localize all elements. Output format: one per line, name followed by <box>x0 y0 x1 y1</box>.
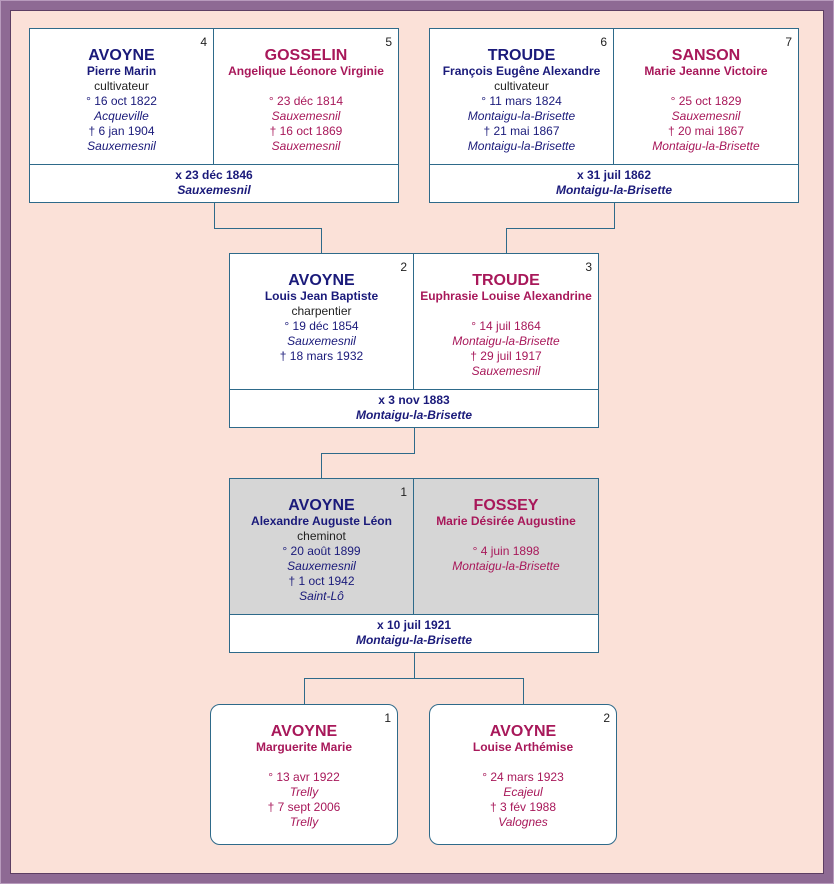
surname: AVOYNE <box>288 272 355 289</box>
birth-place: Montaigu-la-Brisette <box>452 334 560 348</box>
marriage-date: x 23 déc 1846 <box>175 168 253 182</box>
given-names: Marguerite Marie <box>255 740 353 754</box>
surname: AVOYNE <box>288 497 355 514</box>
couple-box-4-5: 4 AVOYNE Pierre Marin cultivateur ° 16 o… <box>29 28 399 203</box>
death-date: † 16 oct 1869 <box>269 124 343 138</box>
birth-date: ° 16 oct 1822 <box>86 94 157 108</box>
death-place: Sauxemesnil <box>87 139 156 153</box>
person-box-6[interactable]: 6 TROUDE François Eugêne Alexandre culti… <box>430 29 614 164</box>
given-names: Marie Jeanne Victoire <box>644 64 768 78</box>
given-names: Angelique Léonore Virginie <box>228 64 384 78</box>
death-date: † 29 juil 1917 <box>470 349 542 363</box>
surname: AVOYNE <box>88 47 155 64</box>
marriage-info: x 3 nov 1883 Montaigu-la-Brisette <box>230 389 598 427</box>
marriage-date: x 10 juil 1921 <box>376 618 452 632</box>
marriage-place: Montaigu-la-Brisette <box>355 408 472 422</box>
marriage-info: x 31 juil 1862 Montaigu-la-Brisette <box>430 164 798 202</box>
death-place: Saint-Lô <box>299 589 344 603</box>
person-box-4[interactable]: 4 AVOYNE Pierre Marin cultivateur ° 16 o… <box>30 29 214 164</box>
death-date: † 20 mai 1867 <box>667 124 745 138</box>
birth-date: ° 14 juil 1864 <box>471 319 541 333</box>
child-number: 2 <box>603 711 610 725</box>
death-date: † 6 jan 1904 <box>88 124 155 138</box>
birth-place: Sauxemesnil <box>671 109 741 123</box>
occupation: cultivateur <box>94 79 149 93</box>
death-place: Valognes <box>498 815 548 829</box>
couple-box-1: 1 AVOYNE Alexandre Auguste Léon cheminot… <box>229 478 599 653</box>
sosa-number: 6 <box>600 35 607 49</box>
occupation: cheminot <box>297 529 346 543</box>
death-place: Montaigu-la-Brisette <box>467 139 576 153</box>
surname: GOSSELIN <box>264 47 348 64</box>
death-date: † 7 sept 2006 <box>267 800 341 814</box>
surname: AVOYNE <box>270 723 338 740</box>
child-box-1[interactable]: 1 AVOYNE Marguerite Marie ° 13 avr 1922 … <box>210 704 398 845</box>
birth-place: Sauxemesnil <box>287 559 356 573</box>
surname: AVOYNE <box>489 723 557 740</box>
death-place: Montaigu-la-Brisette <box>652 139 760 153</box>
birth-date: ° 23 déc 1814 <box>268 94 344 108</box>
birth-place: Montaigu-la-Brisette <box>452 559 560 573</box>
person-box-7[interactable]: 7 SANSON Marie Jeanne Victoire ° 25 oct … <box>614 29 798 164</box>
surname: TROUDE <box>472 272 540 289</box>
birth-date: ° 19 déc 1854 <box>284 319 359 333</box>
person-box-3[interactable]: 3 TROUDE Euphrasie Louise Alexandrine ° … <box>414 254 598 389</box>
birth-place: Montaigu-la-Brisette <box>467 109 576 123</box>
birth-place: Trelly <box>289 785 319 799</box>
death-date: † 3 fév 1988 <box>489 800 557 814</box>
death-place: Sauxemesnil <box>471 364 541 378</box>
death-place: Trelly <box>289 815 319 829</box>
marriage-info: x 10 juil 1921 Montaigu-la-Brisette <box>230 614 598 652</box>
occupation: charpentier <box>291 304 352 318</box>
sosa-number: 3 <box>585 260 592 274</box>
birth-date: ° 24 mars 1923 <box>482 770 564 784</box>
birth-date: ° 20 août 1899 <box>282 544 361 558</box>
marriage-date: x 3 nov 1883 <box>378 393 450 407</box>
given-names: Marie Désirée Augustine <box>436 514 576 528</box>
death-date: † 18 mars 1932 <box>279 349 364 363</box>
given-names: François Eugêne Alexandre <box>442 64 601 78</box>
marriage-place: Sauxemesnil <box>177 183 251 197</box>
sosa-number: 2 <box>400 260 407 274</box>
surname: FOSSEY <box>473 497 539 514</box>
surname: SANSON <box>671 47 741 64</box>
given-names: Euphrasie Louise Alexandrine <box>420 289 592 303</box>
birth-place: Sauxemesnil <box>271 109 341 123</box>
given-names: Pierre Marin <box>86 64 157 78</box>
sosa-number: 1 <box>400 485 407 499</box>
birth-place: Sauxemesnil <box>287 334 356 348</box>
birth-date: ° 13 avr 1922 <box>268 770 340 784</box>
given-names: Louise Arthémise <box>472 740 574 754</box>
marriage-place: Montaigu-la-Brisette <box>355 633 472 647</box>
given-names: Louis Jean Baptiste <box>264 289 379 303</box>
person-box-2[interactable]: 2 AVOYNE Louis Jean Baptiste charpentier… <box>230 254 414 389</box>
sosa-number: 5 <box>385 35 392 49</box>
couple-box-2-3: 2 AVOYNE Louis Jean Baptiste charpentier… <box>229 253 599 428</box>
child-number: 1 <box>384 711 391 725</box>
person-box-5[interactable]: 5 GOSSELIN Angelique Léonore Virginie ° … <box>214 29 398 164</box>
surname: TROUDE <box>487 47 556 64</box>
birth-date: ° 4 juin 1898 <box>472 544 540 558</box>
sosa-number: 4 <box>200 35 207 49</box>
marriage-place: Montaigu-la-Brisette <box>555 183 672 197</box>
occupation: cultivateur <box>494 79 549 93</box>
death-date: † 1 oct 1942 <box>288 574 355 588</box>
person-box-spouse[interactable]: FOSSEY Marie Désirée Augustine ° 4 juin … <box>414 479 598 614</box>
birth-place: Acqueville <box>94 109 149 123</box>
death-place: Sauxemesnil <box>271 139 341 153</box>
child-box-2[interactable]: 2 AVOYNE Louise Arthémise ° 24 mars 1923… <box>429 704 617 845</box>
marriage-info: x 23 déc 1846 Sauxemesnil <box>30 164 398 202</box>
birth-date: ° 25 oct 1829 <box>670 94 742 108</box>
marriage-date: x 31 juil 1862 <box>576 168 652 182</box>
couple-box-6-7: 6 TROUDE François Eugêne Alexandre culti… <box>429 28 799 203</box>
person-box-1[interactable]: 1 AVOYNE Alexandre Auguste Léon cheminot… <box>230 479 414 614</box>
given-names: Alexandre Auguste Léon <box>251 514 392 528</box>
birth-place: Ecajeul <box>503 785 543 799</box>
sosa-number: 7 <box>785 35 792 49</box>
birth-date: ° 11 mars 1824 <box>481 94 562 108</box>
death-date: † 21 mai 1867 <box>483 124 560 138</box>
